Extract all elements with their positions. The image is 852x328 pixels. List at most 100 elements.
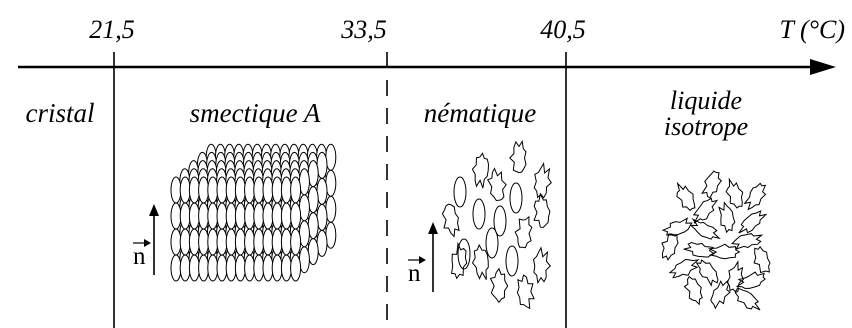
smectic-molecule	[225, 228, 237, 256]
smectic-molecule	[280, 176, 292, 204]
smectic-molecule	[198, 228, 210, 256]
smectic-molecule	[170, 176, 182, 204]
smectic-molecule	[290, 228, 302, 256]
phase-label-isotrope: isotrope	[664, 112, 748, 141]
smectic-molecule	[280, 228, 292, 256]
smectic-molecule	[198, 202, 210, 230]
nematic-molecule	[471, 243, 489, 280]
smectic-molecule	[225, 176, 237, 204]
isotropic-molecule	[731, 233, 764, 251]
director-arrow-icon	[149, 204, 159, 216]
smectic-molecule	[290, 176, 302, 204]
smectic-molecule	[271, 176, 283, 204]
isotropic-molecule	[725, 177, 744, 209]
smectic-molecule	[188, 228, 200, 256]
smectic-molecule	[234, 202, 246, 230]
smectic-molecule	[262, 202, 274, 230]
isotropic-molecule	[710, 279, 731, 310]
nematic-molecule	[472, 198, 486, 230]
smectic-molecule	[271, 254, 283, 282]
isotropic-molecule	[734, 287, 761, 311]
nematic-molecule	[533, 161, 552, 199]
isotropic-molecule	[738, 210, 768, 234]
nematic-molecule	[485, 227, 499, 259]
smectic-molecule	[253, 176, 265, 204]
smectic-molecule	[234, 254, 246, 282]
nematic-molecule	[533, 192, 551, 228]
nematic-molecule	[514, 215, 533, 249]
nematic-molecule	[451, 241, 468, 280]
smectic-molecule	[244, 254, 256, 282]
phase-label-nematique: nématique	[424, 98, 536, 128]
smectic-molecule	[271, 202, 283, 230]
smectic-molecule	[216, 228, 228, 256]
isotropic-molecule	[668, 258, 700, 279]
axis-arrowhead-icon	[810, 59, 836, 75]
smectic-molecule	[198, 254, 210, 282]
smectic-molecule	[253, 228, 265, 256]
smectic-molecule	[179, 202, 191, 230]
axis-unit-label: T (°C)	[779, 15, 845, 44]
smectic-molecule	[225, 202, 237, 230]
smectic-molecule	[188, 254, 200, 282]
isotropic-molecule	[753, 245, 771, 274]
isotropic-molecule	[726, 259, 745, 293]
isotropic-molecule	[683, 275, 703, 306]
nematic-molecules	[441, 139, 552, 310]
smectic-molecule	[216, 254, 228, 282]
smectic-molecule	[253, 254, 265, 282]
smectic-molecule	[207, 228, 219, 256]
smectic-molecule	[244, 202, 256, 230]
smectic-molecule	[244, 176, 256, 204]
isotropic-molecule	[661, 217, 693, 237]
smectic-molecule	[271, 228, 283, 256]
isotropic-molecules	[661, 170, 771, 311]
smectic-molecule	[216, 176, 228, 204]
nematic-director-vector: n	[408, 222, 438, 292]
smectic-director-label: n	[133, 243, 146, 270]
smectic-molecule	[280, 202, 292, 230]
isotropic-molecule	[661, 233, 679, 261]
smectic-molecule	[262, 254, 274, 282]
nematic-molecule	[441, 203, 460, 238]
tick-label-21-5: 21,5	[89, 15, 135, 44]
nematic-director-label: n	[408, 260, 421, 287]
smectic-molecule	[207, 254, 219, 282]
isotropic-molecule	[718, 201, 736, 234]
smectic-molecule	[179, 228, 191, 256]
isotropic-molecule	[689, 217, 721, 240]
smectic-molecule	[290, 254, 302, 282]
nematic-molecule	[509, 182, 523, 214]
nematic-molecule	[457, 238, 471, 270]
nematic-molecule	[489, 267, 509, 304]
phase-label-liquide: liquide	[670, 86, 742, 115]
smectic-director-vector: n	[133, 204, 159, 275]
nematic-molecule	[486, 167, 507, 202]
smectic-molecule	[207, 176, 219, 204]
nematic-molecule	[505, 245, 519, 277]
nematic-molecule	[516, 274, 535, 310]
smectic-molecule	[170, 254, 182, 282]
smectic-molecule	[188, 202, 200, 230]
smectic-molecule-block	[170, 143, 337, 282]
smectic-molecule	[253, 202, 265, 230]
nematic-molecule	[493, 205, 507, 237]
tick-label-40-5: 40,5	[540, 15, 586, 44]
isotropic-molecule	[695, 259, 719, 287]
isotropic-molecule	[707, 243, 741, 260]
isotropic-molecule	[676, 181, 696, 212]
smectic-molecule	[179, 176, 191, 204]
nematic-molecule	[533, 246, 551, 285]
tick-label-33-5: 33,5	[340, 15, 387, 44]
smectic-molecule	[170, 228, 182, 256]
smectic-molecule	[170, 202, 182, 230]
nematic-molecule	[471, 152, 490, 189]
smectic-molecule	[216, 202, 228, 230]
smectic-molecule	[225, 254, 237, 282]
smectic-molecule	[179, 254, 191, 282]
isotropic-molecule	[692, 197, 719, 224]
isotropic-molecule	[743, 182, 767, 211]
phase-label-smectique: smectique A	[190, 98, 321, 128]
